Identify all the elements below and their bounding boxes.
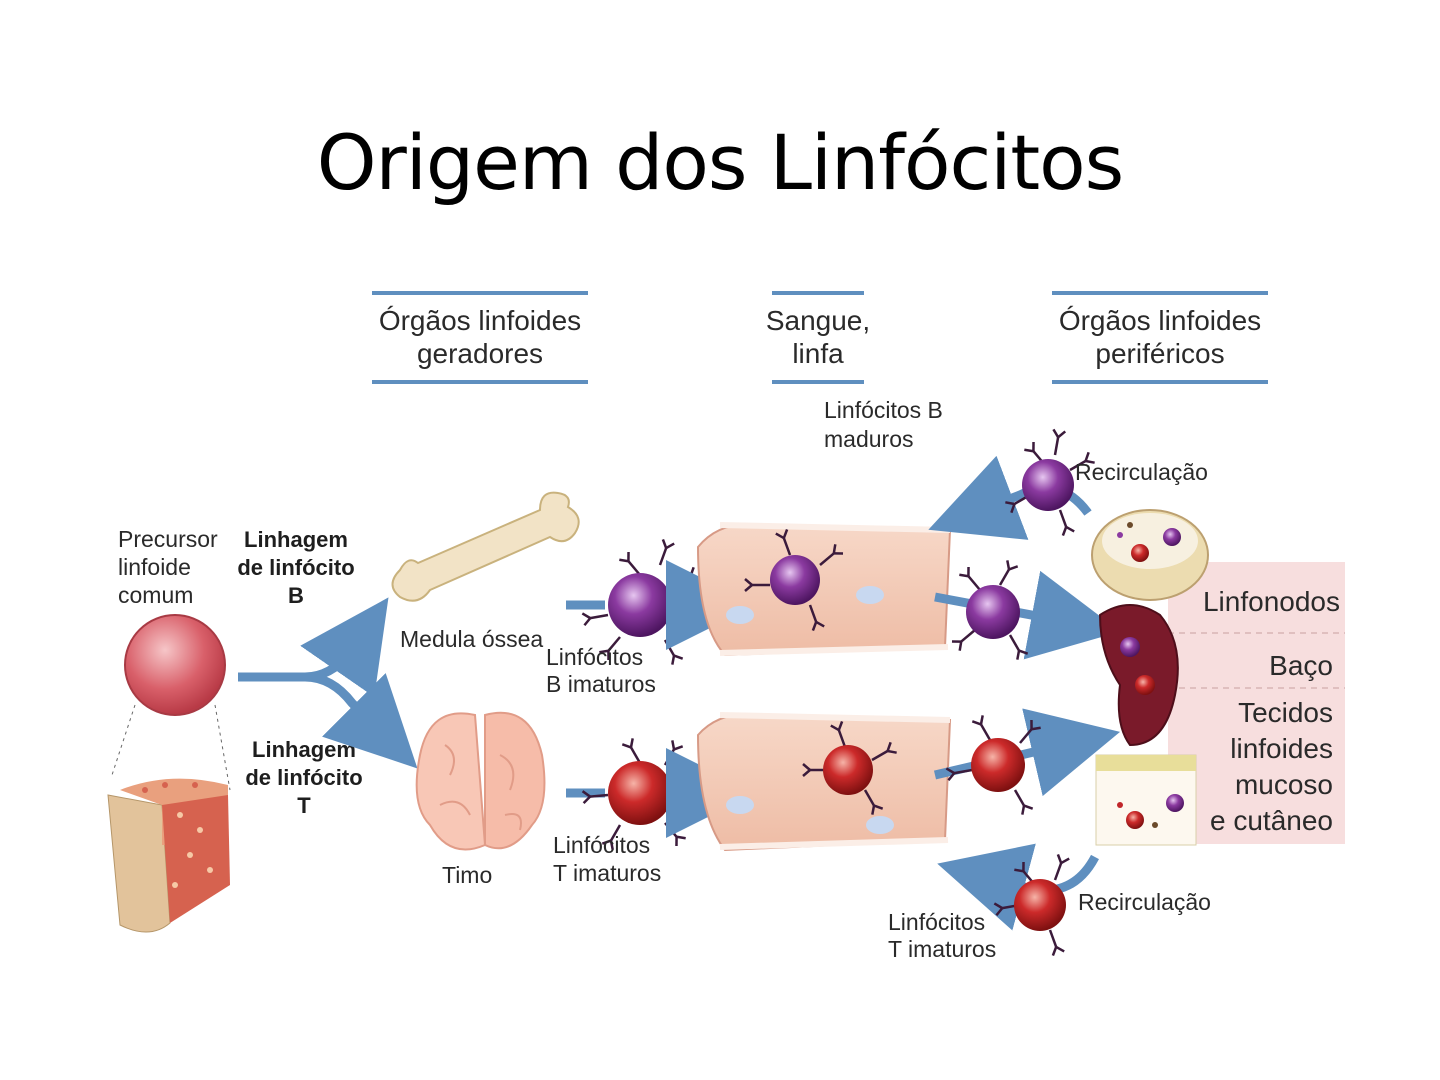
svg-text:T: T (297, 793, 311, 818)
svg-text:Tecidos: Tecidos (1238, 697, 1333, 728)
diagram-canvas: Órgãos linfoides geradores Sangue, linfa… (107, 291, 1345, 962)
header-blood-line1: Sangue, (766, 305, 870, 336)
mucosal-tissue-label: Tecidos linfoides mucoso e cutâneo (1210, 697, 1333, 836)
zoom-line-right (214, 704, 231, 791)
peripheral-organs-panel (1168, 562, 1345, 844)
precursor-label: Precursor linfoide comum (118, 526, 218, 608)
recirc-top-cell (1004, 428, 1096, 537)
svg-text:B: B (288, 583, 304, 608)
immature-t-cell (581, 737, 687, 851)
blood-vessel-b (696, 522, 952, 657)
immature-b-label: Linfócitos B imaturos (546, 644, 656, 697)
svg-text:Linfócitos B: Linfócitos B (824, 397, 943, 423)
header-blood: Sangue, linfa (766, 291, 870, 384)
thymus-icon (415, 711, 546, 851)
svg-text:e cutâneo: e cutâneo (1210, 805, 1333, 836)
mature-b-label: Linfócitos B maduros (824, 397, 943, 452)
precursor-cell (124, 614, 226, 716)
header-blood-line2: linfa (792, 338, 844, 369)
fork-arrow (238, 597, 418, 769)
recirc-bottom-cell (993, 853, 1071, 957)
immature-t-label: Linfócitos T imaturos (553, 832, 661, 886)
lineage-t-label: Linhagem de linfócito T (245, 737, 362, 818)
recirc-top-label: Recirculação (1075, 459, 1208, 485)
svg-text:Linfócitos: Linfócitos (888, 909, 985, 935)
spleen-icon (1098, 604, 1179, 747)
svg-text:T imaturos: T imaturos (888, 936, 996, 962)
svg-text:linfoide: linfoide (118, 554, 191, 580)
bone-section-icon (107, 778, 230, 933)
svg-text:Linfócitos: Linfócitos (546, 644, 643, 670)
slide-title: Origem dos Linfócitos (316, 118, 1125, 207)
vessel-t-cell (801, 720, 898, 816)
blood-vessel-t (696, 712, 952, 852)
svg-text:linfoides: linfoides (1230, 733, 1333, 764)
svg-text:comum: comum (118, 582, 193, 608)
header-peripheral-line2: periféricos (1095, 338, 1224, 369)
svg-text:Linfócitos: Linfócitos (553, 832, 650, 858)
svg-text:de linfócito: de linfócito (237, 555, 354, 580)
lineage-b-label: Linhagem de linfócito B (237, 527, 354, 608)
lymphocyte-origin-diagram: Órgãos linfoides geradores Sangue, linfa… (100, 285, 1345, 965)
header-peripheral: Órgãos linfoides periféricos (1052, 291, 1268, 384)
bone-marrow-label: Medula óssea (400, 626, 543, 652)
svg-text:de linfócito: de linfócito (245, 765, 362, 790)
zoom-line-left (111, 704, 136, 776)
header-generators: Órgãos linfoides geradores (372, 291, 588, 384)
spleen-label: Baço (1269, 650, 1333, 681)
thymus-label: Timo (442, 862, 492, 888)
svg-text:B imaturos: B imaturos (546, 671, 656, 697)
mucosal-tissue-icon (1095, 754, 1197, 846)
svg-text:Linhagem: Linhagem (252, 737, 356, 762)
lymph-node-icon (1091, 509, 1209, 601)
mature-b-cell (950, 559, 1029, 661)
vessel-b-cell (743, 528, 845, 632)
svg-text:maduros: maduros (824, 426, 913, 452)
header-generators-line1: Órgãos linfoides (379, 305, 581, 336)
mature-t-cell (945, 714, 1042, 816)
svg-text:mucoso: mucoso (1235, 769, 1333, 800)
recirc-t-label: Linfócitos T imaturos (888, 909, 996, 962)
immature-b-cell (581, 538, 701, 666)
header-generators-line2: geradores (417, 338, 543, 369)
bone-icon (391, 491, 580, 602)
recirc-bottom-label: Recirculação (1078, 889, 1211, 915)
svg-text:Precursor: Precursor (118, 526, 218, 552)
svg-text:Linhagem: Linhagem (244, 527, 348, 552)
svg-text:T imaturos: T imaturos (553, 860, 661, 886)
lymph-nodes-label: Linfonodos (1203, 586, 1340, 617)
header-peripheral-line1: Órgãos linfoides (1059, 305, 1261, 336)
